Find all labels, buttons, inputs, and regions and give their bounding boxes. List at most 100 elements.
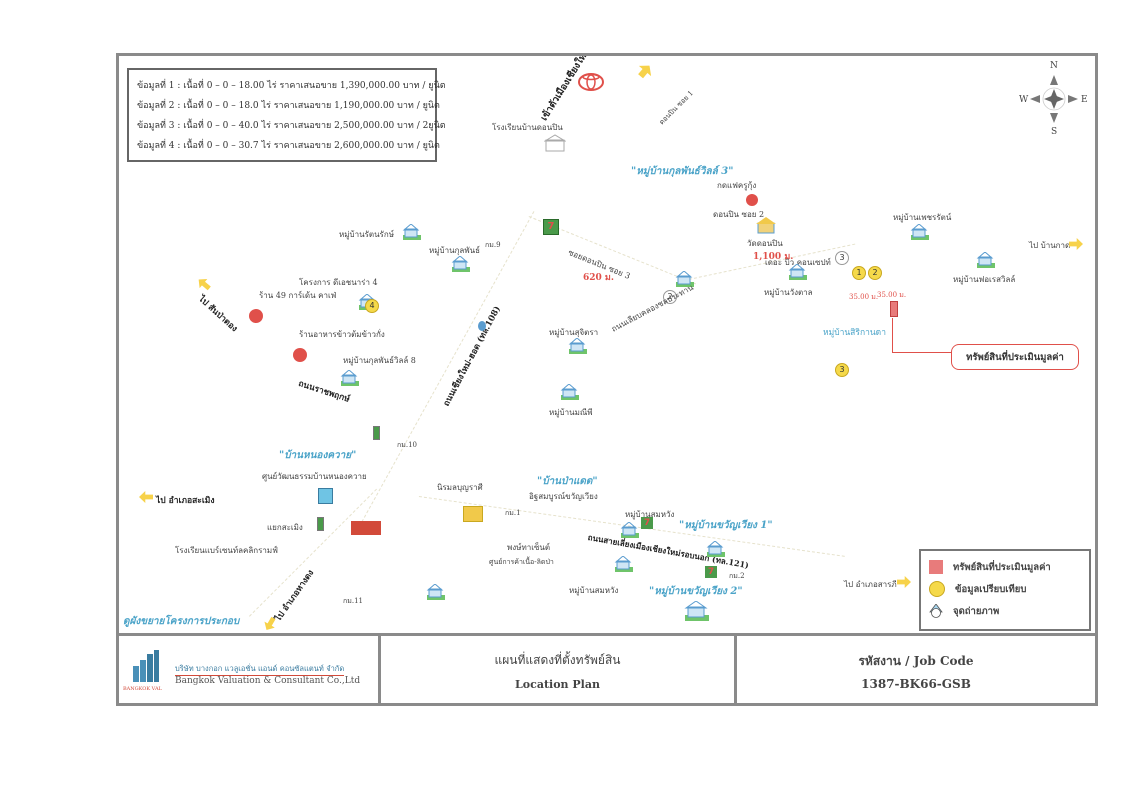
comparable-badge-4: 4 — [365, 299, 379, 313]
legend-item-comparable: ข้อมูลเปรียบเทียบ — [929, 578, 1081, 600]
label-market: นิรมลบุญราศี — [437, 483, 483, 492]
label-km1: กม.1 — [505, 509, 521, 517]
compass-e: E — [1081, 95, 1088, 105]
job-code-cell: รหัสงาน / Job Code 1387-BK66-GSB — [737, 636, 1095, 706]
label-v-rattanarak: หมู่บ้านรัตนรักษ์ — [339, 230, 394, 239]
company-logo-icon — [131, 650, 159, 682]
traffic-light-icon-1 — [373, 426, 380, 440]
house-icon-kwanwiang2 — [683, 600, 709, 621]
label-cafe: กดแฟครูกุ้ง — [717, 181, 757, 190]
label-v-kwanwiang2: "หมู่บ้านขวัญเวียง 2" — [649, 586, 743, 597]
distance-1100: 1,100 ม. — [753, 252, 794, 262]
job-code-label: รหัสงาน / Job Code — [858, 653, 974, 668]
label-temple: วัดดอนปิน — [747, 239, 783, 248]
house-icon-kulphan — [450, 255, 470, 272]
comparable-row-3: ข้อมูลที่ 3 : เนื้อที่ 0 – 0 – 40.0 ไร่ … — [137, 121, 446, 131]
label-soi2: ดอนปิน ซอย 2 — [713, 210, 765, 219]
comparable-row-4: ข้อมูลที่ 4 : เนื้อที่ 0 – 0 – 30.7 ไร่ … — [137, 141, 440, 151]
camera-point-icon — [929, 604, 943, 618]
house-icon-somwang2 — [613, 555, 633, 572]
comparable-row-1: ข้อมูลที่ 1 : เนื้อที่ 0 – 0 – 18.00 ไร่… — [137, 81, 446, 91]
compass-rose: N S W E — [1019, 61, 1089, 139]
label-v-manipee: หมู่บ้านมณีพี — [549, 408, 593, 417]
label-v-sujitra: หมู่บ้านสุจิตรา — [549, 328, 599, 337]
house-icon-bottom-left — [425, 583, 445, 600]
road-highway-108 — [359, 211, 535, 527]
label-store: อิฐสมบูรณ์ขวัญเวียง — [529, 492, 598, 501]
callout-line-vertical — [892, 318, 893, 352]
label-village-kulphan3: "หมู่บ้านกุลพันธ์วิลล์ 3" — [631, 166, 734, 177]
label-to-samoeng: ไป อำเภอสะเมิง — [156, 496, 215, 506]
compass-s: S — [1051, 127, 1058, 137]
label-samoeng-junction: แยกสะเมิง — [267, 523, 303, 532]
house-icon-somwang1 — [619, 521, 639, 538]
photo-point-3: 3 — [835, 251, 849, 265]
seven-eleven-icon-2: 7 — [641, 517, 653, 529]
label-v-kwanwiang1: "หมู่บ้านขวัญเวียง 1" — [679, 520, 773, 531]
label-km2: กม.2 — [729, 572, 745, 580]
label-km11: กม.11 — [343, 597, 363, 605]
comparable-badge-2: 2 — [868, 266, 882, 280]
house-icon-kulphan8 — [339, 369, 359, 386]
label-v-petcharat: หมู่บ้านเพชรรัตน์ — [893, 213, 952, 222]
distance-620: 620 ม. — [583, 273, 614, 283]
label-to-hangdong: ไป อำเภอหางดง — [273, 568, 317, 624]
gas-station-icon — [478, 321, 486, 331]
callout-line-horizontal — [892, 352, 952, 353]
house-icon-manipee — [559, 383, 579, 400]
label-v-somwang2: หมู่บ้านสมหวัง — [569, 586, 619, 595]
market-icon — [463, 506, 483, 522]
label-hotel: โรงเรียนแบร์เซนท์ลคลิกรามฟ์ — [175, 546, 278, 555]
label-restaurant: ร้านอาหารข้าวต้มข้าวกั่ง — [299, 330, 385, 339]
label-v-sirikarn: หมู่บ้านสิริกานดา — [823, 328, 886, 338]
label-expansion-note: ดูผังขยายโครงการประกอบ — [123, 616, 240, 627]
arrow-to-bankad-icon — [1069, 238, 1083, 250]
seven-eleven-icon-3: 7 — [705, 566, 717, 578]
label-v-somwang1: หมู่บ้านสมหวัง — [625, 510, 675, 519]
traffic-light-icon-2 — [317, 517, 324, 531]
house-icon-wangtan — [787, 263, 807, 280]
label-km10: กม.10 — [397, 441, 417, 449]
arrow-to-samoeng-icon — [139, 491, 153, 503]
label-v-nongkhwai: "บ้านหนองควาย" — [279, 450, 357, 461]
label-culture-center: ศูนย์วัฒนธรรมบ้านหนองควาย — [262, 472, 367, 481]
label-to-sarapee: ไป อำเภอสารภี — [844, 580, 897, 589]
arrow-to-sanpatong-icon — [195, 275, 213, 293]
label-v-wangtan: หมู่บ้านวังตาล — [764, 288, 813, 297]
company-cell: BANGKOK VAL บริษัท บางกอก แวลูเอชั่น แอน… — [119, 636, 381, 706]
label-outer-ring: ถนนสายเลี่ยงเมืองเชียงใหม่รอบนอก (ทล.121… — [587, 531, 750, 571]
label-v-forest: หมู่บ้านฟอเรสวิลล์ — [953, 275, 1016, 284]
house-icon-petcharat — [909, 223, 929, 240]
comparable-badge-1: 1 — [852, 266, 866, 280]
cafe-icon — [746, 194, 758, 206]
legend-label-subject: ทรัพย์สินที่ประเมินมูลค่า — [953, 561, 1051, 573]
label-temple2: ศูนย์การค้าเนื้อ-ลิดป่า — [489, 558, 554, 566]
plan-title-en: Location Plan — [515, 678, 600, 691]
subject-property-marker — [890, 301, 898, 317]
arrow-to-city-icon — [634, 60, 655, 81]
label-stadium: พงษ์ทาเซ็นต์ — [507, 543, 551, 552]
logo-text: BANGKOK VAL — [123, 686, 162, 692]
house-icon-condo — [674, 270, 694, 287]
red-square-icon — [929, 560, 943, 574]
label-v-kulphan8: หมู่บ้านกุลพันธ์วิลล์ 8 — [343, 356, 416, 365]
photo-point-2: 2 — [663, 290, 677, 304]
house-icon-forest — [975, 251, 995, 268]
label-to-sanpatong: ไป สันป่าตอง — [196, 294, 240, 335]
label-highway-108: ถนนเชียงใหม่-ฮอด (ทล.108) — [441, 304, 503, 409]
label-to-bankad: ไป บ้านกาด — [1029, 241, 1071, 250]
label-school: โรงเรียนบ้านดอนปิน — [492, 123, 563, 132]
seven-eleven-icon: 7 — [543, 219, 559, 235]
house-icon-kwanwiang1 — [705, 540, 725, 557]
comparable-row-2: ข้อมูลที่ 2 : เนื้อที่ 0 – 0 – 18.0 ไร่ … — [137, 101, 440, 111]
legend-label-photo: จุดถ่ายภาพ — [953, 605, 1000, 617]
label-project4: โครงการ ดีเอชนาร่า 4 — [299, 278, 378, 287]
plan-title-th: แผนที่แสดงที่ตั้งทรัพย์สิน — [494, 653, 621, 667]
label-v-kulphan: หมู่บ้านกุลพันธ์ — [429, 246, 480, 255]
company-name-en: Bangkok Valuation & Consultant Co.,Ltd — [175, 676, 361, 686]
label-condo: เดอะ บิว คอนเซปท์ — [765, 258, 831, 267]
yellow-circle-icon — [929, 581, 945, 597]
restaurant-icon — [293, 348, 307, 362]
legend-item-subject: ทรัพย์สินที่ประเมินมูลค่า — [929, 556, 1081, 578]
temple-icon — [756, 217, 776, 234]
